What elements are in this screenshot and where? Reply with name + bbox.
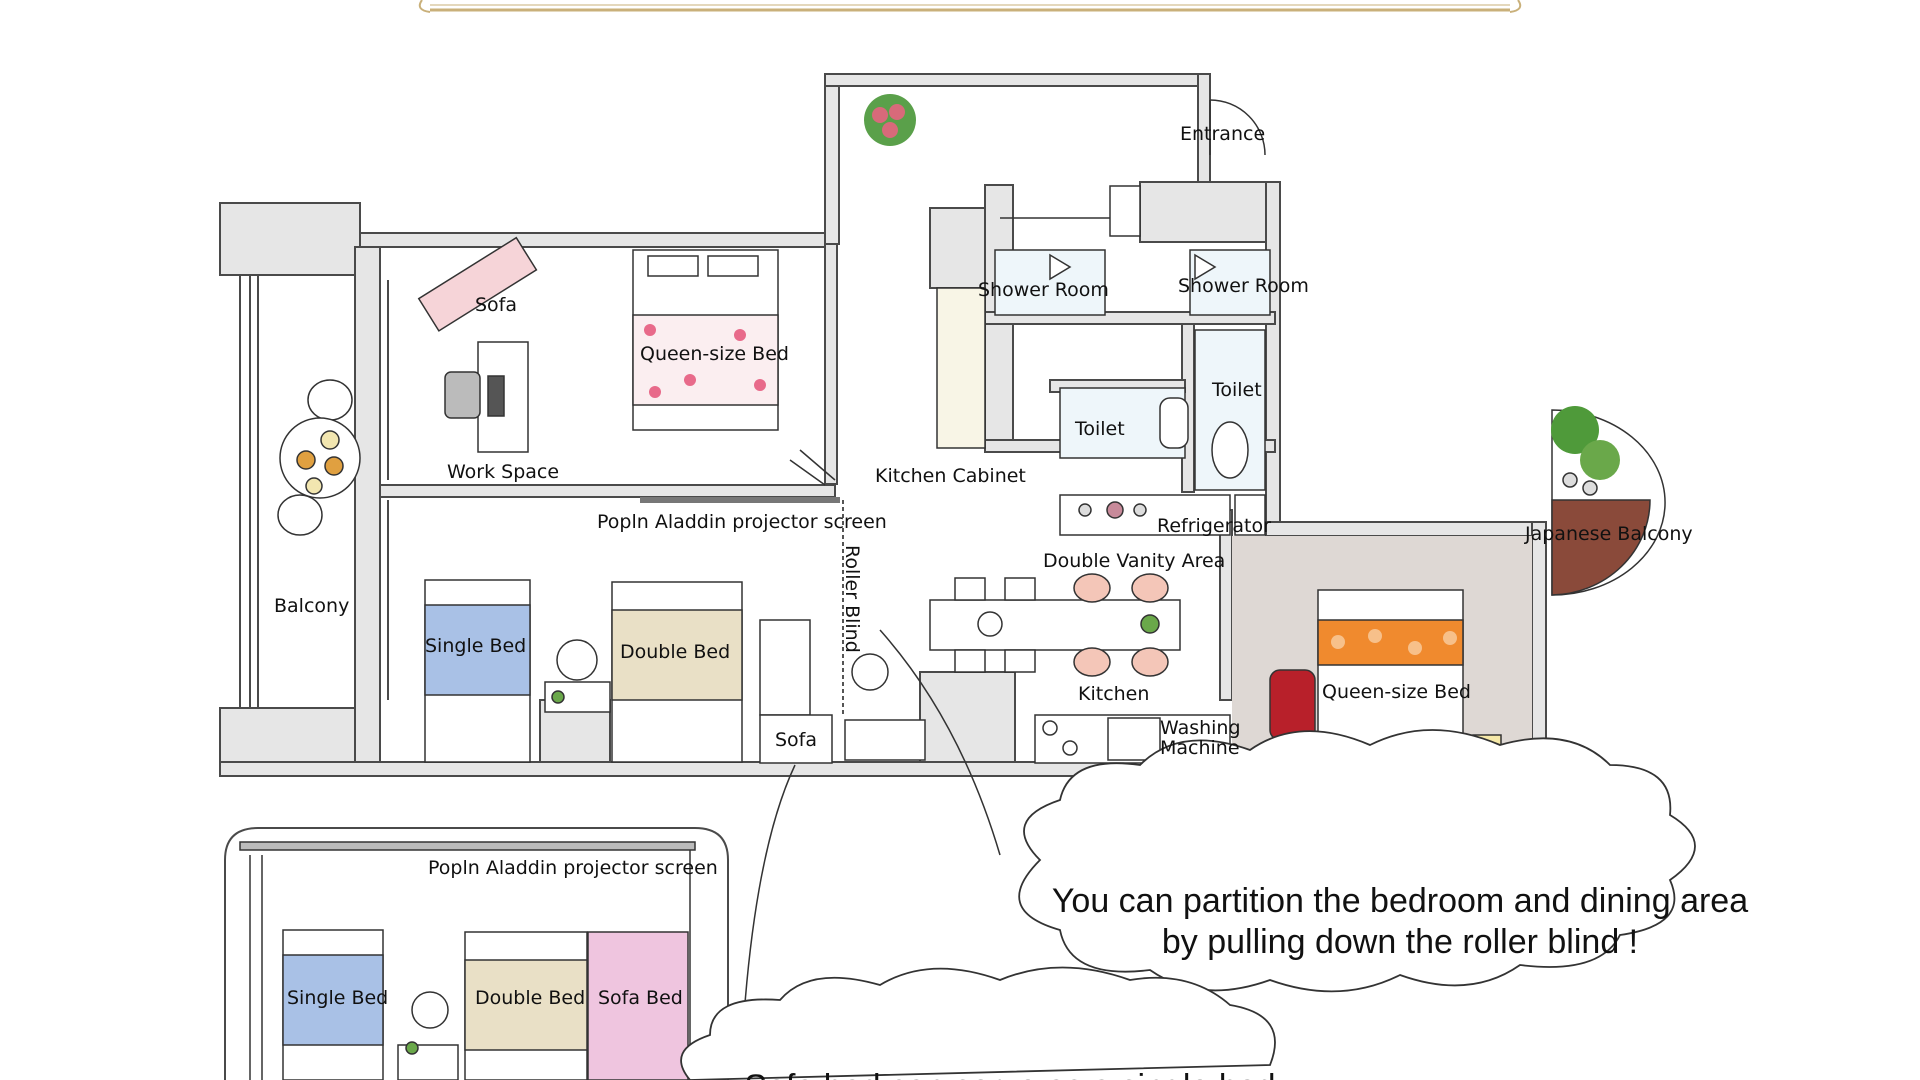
label-shower-room-2: Shower Room <box>1178 275 1309 297</box>
label-entrance: Entrance <box>1180 123 1265 145</box>
shower-rooms <box>994 249 1271 316</box>
title-frame-ornament <box>418 0 1522 13</box>
cloud-sofa-note <box>680 966 1276 1080</box>
label-single-bed-2: Single Bed <box>287 987 388 1009</box>
vanity-refrigerator <box>1059 494 1266 536</box>
kitchen-cabinet-unit <box>936 287 986 449</box>
door-swing-top <box>789 449 836 486</box>
label-queen-bed-1: Queen-size Bed <box>640 343 789 365</box>
sofa-bottom-unit <box>759 619 926 764</box>
nightstand-left <box>544 639 611 713</box>
label-single-bed-1: Single Bed <box>425 635 526 657</box>
entrance-plant <box>864 94 916 146</box>
toilets <box>1059 329 1266 491</box>
cloud-roller-note <box>1018 729 1696 993</box>
label-shower-room-1: Shower Room <box>978 279 1109 301</box>
label-sofa-top: Sofa <box>475 294 517 316</box>
single-bed-left <box>424 579 531 763</box>
projector-screen-bar <box>640 497 840 503</box>
label-projector-screen-1: Popln Aladdin projector screen <box>597 511 887 533</box>
label-projector-screen-2: Popln Aladdin projector screen <box>428 857 718 879</box>
label-japanese-balcony: Japanese Balcony <box>1524 523 1693 545</box>
label-washing-machine-1: Washing <box>1160 717 1241 739</box>
inset-plan <box>224 827 729 1080</box>
leader-lines <box>742 629 1001 1031</box>
label-work-space: Work Space <box>447 461 559 483</box>
outer-walls <box>219 73 1547 777</box>
label-balcony: Balcony <box>274 595 349 617</box>
label-refrigerator: Refrigerator <box>1157 515 1271 537</box>
note-roller-line1: You can partition the bedroom and dining… <box>1052 882 1748 920</box>
label-double-bed-2: Double Bed <box>475 987 585 1009</box>
label-double-vanity: Double Vanity Area <box>1043 550 1225 572</box>
label-double-bed-1: Double Bed <box>620 641 730 663</box>
label-toilet-1: Toilet <box>1074 418 1125 440</box>
label-sofa-bed: Sofa Bed <box>598 987 683 1009</box>
label-queen-bed-2: Queen-size Bed <box>1322 681 1471 703</box>
sofa-top <box>417 236 538 332</box>
entrance-door <box>1000 99 1266 237</box>
balcony-table-set <box>277 379 361 536</box>
note-roller-line2: by pulling down the roller blind ! <box>1162 923 1638 961</box>
label-washing-machine-2: Machine <box>1160 737 1240 759</box>
note-sofa-bed-line1: Sofa bed can serve as a single bed <box>744 1068 1275 1080</box>
queen-bed-top <box>632 249 779 431</box>
label-kitchen-cabinet: Kitchen Cabinet <box>875 465 1026 487</box>
label-kitchen: Kitchen <box>1078 683 1149 705</box>
double-bed-left <box>611 581 743 763</box>
label-roller-blind: Roller Blind <box>841 545 863 653</box>
label-sofa-bottom: Sofa <box>775 729 817 751</box>
label-toilet-2: Toilet <box>1211 379 1262 401</box>
balcony-window <box>239 275 389 708</box>
work-desk <box>444 341 529 453</box>
japanese-balcony <box>1551 406 1666 596</box>
dining-table <box>929 573 1181 677</box>
